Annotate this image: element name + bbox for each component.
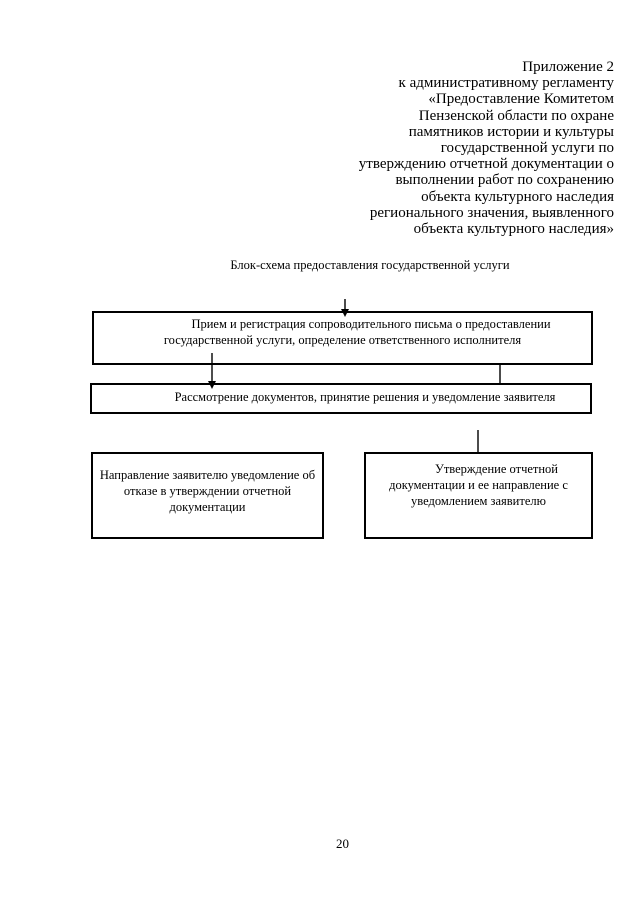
flow-box-reception: Прием и регистрация сопроводительного пи… xyxy=(92,311,593,365)
appendix-reference-line: государственной услуги по xyxy=(440,140,614,157)
appendix-reference-line: Пензенской области по охране xyxy=(418,107,614,124)
flow-box-review: Рассмотрение документов, принятие решени… xyxy=(90,383,592,414)
appendix-reference-line: Приложение 2 xyxy=(522,59,614,75)
appendix-reference-line: памятников истории и культуры xyxy=(408,123,614,140)
appendix-reference-line: объекта культурного наследия» xyxy=(413,221,614,238)
page-number: 20 xyxy=(336,836,349,851)
flow-box-approval: Утверждение отчетной документации и ее н… xyxy=(364,452,593,539)
appendix-reference-line: к административному регламенту xyxy=(398,75,614,92)
appendix-reference: Приложение 2 к административному регламе… xyxy=(254,59,614,237)
flow-box-refusal-notice: Направление заявителю уведомление об отк… xyxy=(91,452,324,539)
diagram-title: Блок-схема предоставления государственно… xyxy=(230,258,510,272)
appendix-reference-line: выполнении работ по сохранению xyxy=(395,172,614,189)
appendix-reference-line: утверждению отчетной документации о xyxy=(358,156,614,173)
appendix-reference-line: «Предоставление Комитетом xyxy=(428,91,614,108)
appendix-reference-line: объекта культурного наследия xyxy=(421,188,614,205)
appendix-reference-line: регионального значения, выявленного xyxy=(369,204,614,221)
